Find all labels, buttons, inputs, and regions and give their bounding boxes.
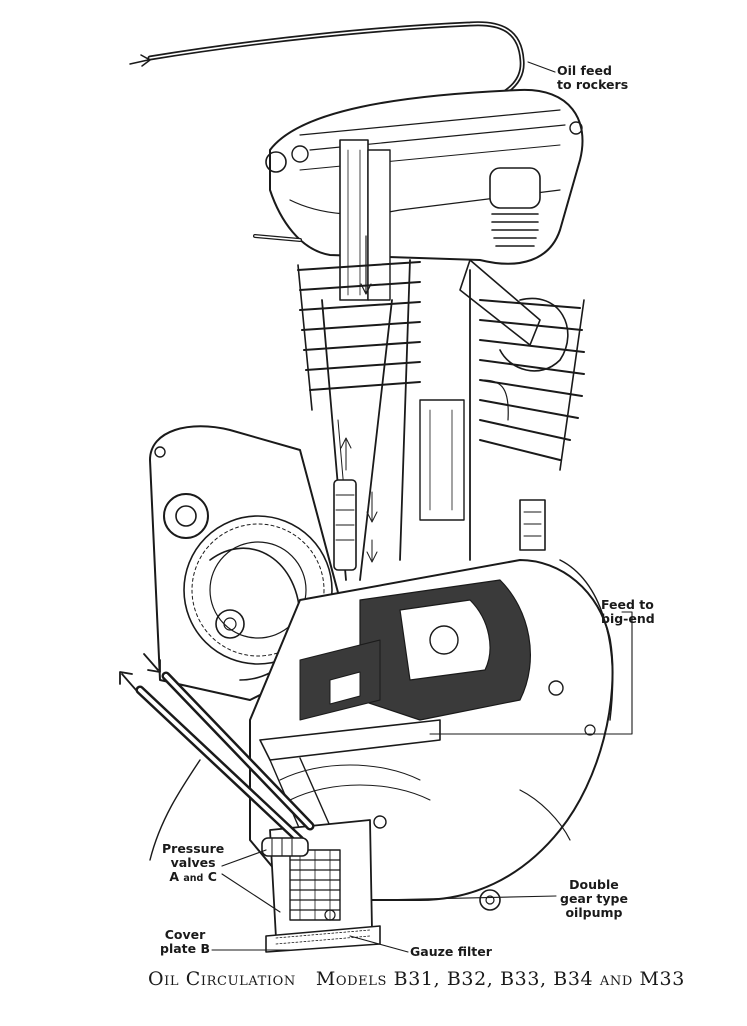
timing-gear <box>183 515 333 665</box>
label-line: Oil feed <box>557 63 612 78</box>
figure-caption: Oil Circulation Models B31, B32, B33, B3… <box>148 968 728 990</box>
flywheel-cutaway <box>299 579 531 721</box>
caption-title: Oil Circulation <box>148 968 296 990</box>
label-line: big-end <box>601 611 655 626</box>
caption-models: Models B31, B32, B33, B34 and M33 <box>315 968 685 990</box>
label-cover-plate: Cover plate B <box>160 928 210 956</box>
label-line: A and C <box>162 870 224 886</box>
cylinder-fins-left <box>297 261 421 411</box>
label-line: oilpump <box>565 905 623 920</box>
cylinder-fins-right <box>479 299 585 471</box>
label-line: Cover <box>164 927 206 942</box>
label-line: valves <box>170 855 216 870</box>
label-line: gear type <box>560 891 628 906</box>
label-conjunction: and <box>183 873 204 884</box>
label-gauze-filter: Gauze filter <box>410 945 492 959</box>
oil-feed-arrow-icon <box>143 653 161 673</box>
oil-return-arrow-icon <box>119 671 137 691</box>
label-feed-to-big-end: Feed to big-end <box>601 598 655 626</box>
label-line: Double <box>569 877 619 892</box>
label-pressure-valves: Pressure valves A and C <box>162 842 224 886</box>
cylinder-head <box>253 88 584 301</box>
label-line: Feed to <box>601 597 654 612</box>
pressure-valves <box>261 815 387 857</box>
valve-c-label: C <box>207 869 217 884</box>
oil-pipes <box>135 671 315 861</box>
label-oil-feed-to-rockers: Oil feed to rockers <box>557 64 628 92</box>
valve-a-label: A <box>169 869 180 884</box>
pushrod-tube <box>321 235 393 581</box>
inlet-arrow-icon <box>129 54 151 67</box>
leader-lines <box>211 61 633 953</box>
label-line: plate B <box>160 941 210 956</box>
label-line: Gauze filter <box>410 944 492 959</box>
label-line: to rockers <box>557 77 629 92</box>
label-line: Pressure <box>162 841 225 856</box>
cylinder-bore <box>399 259 509 561</box>
label-oilpump: Double gear type oilpump <box>560 878 628 920</box>
